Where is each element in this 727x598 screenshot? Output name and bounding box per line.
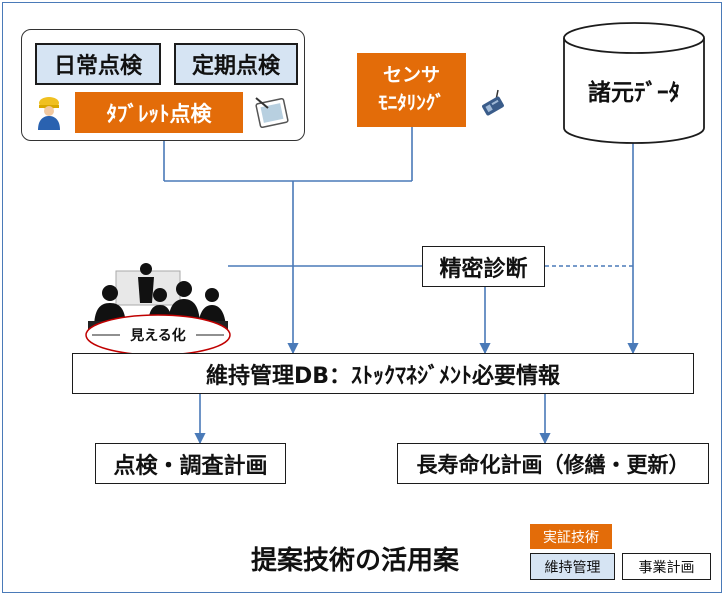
- specification-data-label: 諸元ﾃﾞｰﾀ: [588, 80, 680, 106]
- maintenance-db-box: 維持管理DB：ｽﾄｯｸﾏﾈｼﾞﾒﾝﾄ必要情報: [72, 353, 694, 394]
- sensor-monitoring-line2: ﾓﾆﾀﾘﾝｸﾞ: [378, 92, 445, 114]
- tablet-inspection-label: ﾀﾌﾞﾚｯﾄ点検: [106, 101, 212, 126]
- maintenance-db-label: 維持管理DB：ｽﾄｯｸﾏﾈｼﾞﾒﾝﾄ必要情報: [205, 363, 561, 389]
- sensor-monitoring-box: センサ ﾓﾆﾀﾘﾝｸﾞ: [357, 53, 466, 127]
- sensor-monitoring-line1: センサ: [382, 64, 440, 87]
- legend-business-plan-label: 事業計画: [638, 559, 695, 576]
- daily-inspection-label: 日常点検: [53, 54, 142, 79]
- visualization-label: 見える化: [130, 328, 186, 344]
- sensor-icon: [482, 89, 504, 116]
- tablet-inspection-box: ﾀﾌﾞﾚｯﾄ点検: [75, 92, 243, 133]
- legend-maintenance: 維持管理: [530, 553, 615, 580]
- legend-demonstration-label: 実証技術: [543, 529, 599, 546]
- legend-demonstration: 実証技術: [530, 524, 612, 549]
- periodic-inspection-label: 定期点検: [191, 54, 280, 79]
- longevity-plan-box: 長寿命化計画（修繕・更新）: [397, 443, 709, 484]
- worker-icon: [38, 97, 60, 130]
- visualization-label-box: 見える化: [84, 313, 232, 357]
- inspection-plan-box: 点検・調査計画: [95, 443, 286, 484]
- footer-title-text: 提案技術の活用案: [250, 545, 459, 576]
- footer-title: 提案技術の活用案: [220, 538, 490, 578]
- precision-diagnosis-label: 精密診断: [439, 256, 528, 282]
- specification-data-label-box: 諸元ﾃﾞｰﾀ: [563, 70, 705, 110]
- legend-business-plan: 事業計画: [622, 553, 711, 580]
- longevity-plan-label: 長寿命化計画（修繕・更新）: [416, 452, 690, 477]
- periodic-inspection-box: 定期点検: [174, 43, 298, 85]
- legend-maintenance-label: 維持管理: [544, 559, 601, 576]
- daily-inspection-box: 日常点検: [35, 43, 161, 85]
- tablet-icon: [255, 97, 289, 129]
- specification-data-cylinder: [563, 22, 705, 144]
- inspection-plan-label: 点検・調査計画: [113, 453, 268, 479]
- precision-diagnosis-box: 精密診断: [422, 246, 545, 287]
